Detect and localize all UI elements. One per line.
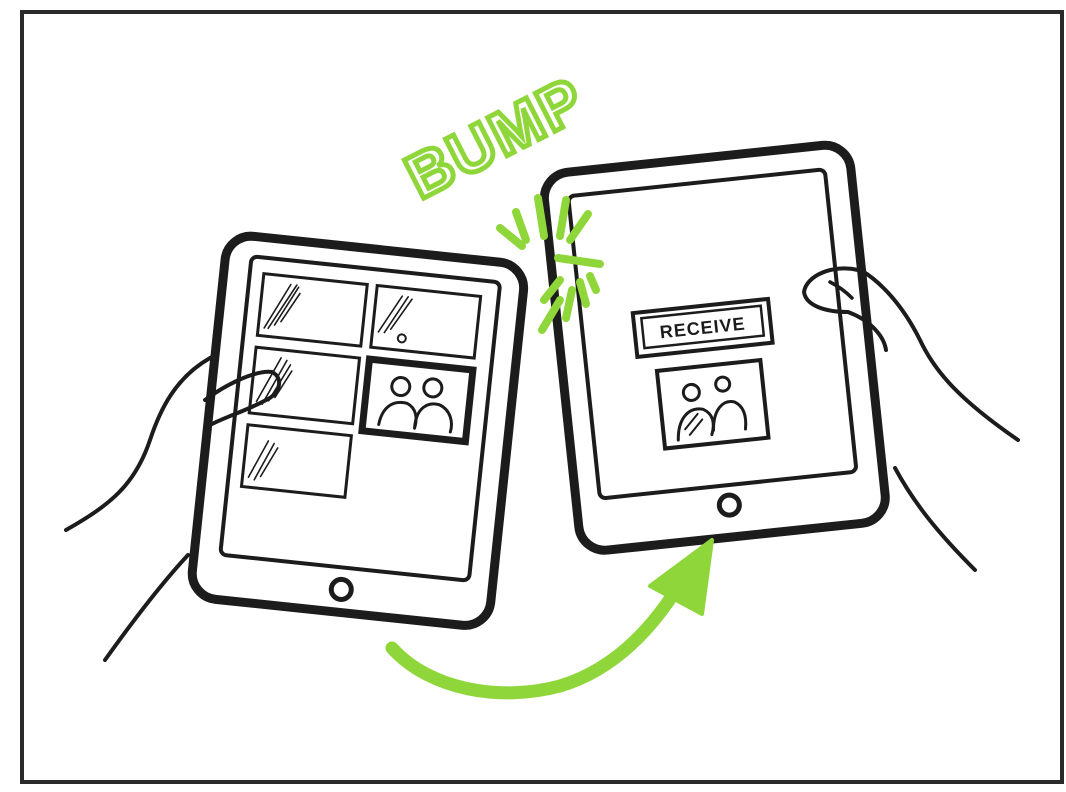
received-photo bbox=[657, 360, 769, 448]
gallery-tile bbox=[257, 274, 367, 347]
right-home-button bbox=[718, 494, 740, 516]
gallery-tile-selected bbox=[362, 359, 473, 441]
left-home-button bbox=[330, 578, 352, 600]
gallery-tile bbox=[371, 286, 481, 359]
